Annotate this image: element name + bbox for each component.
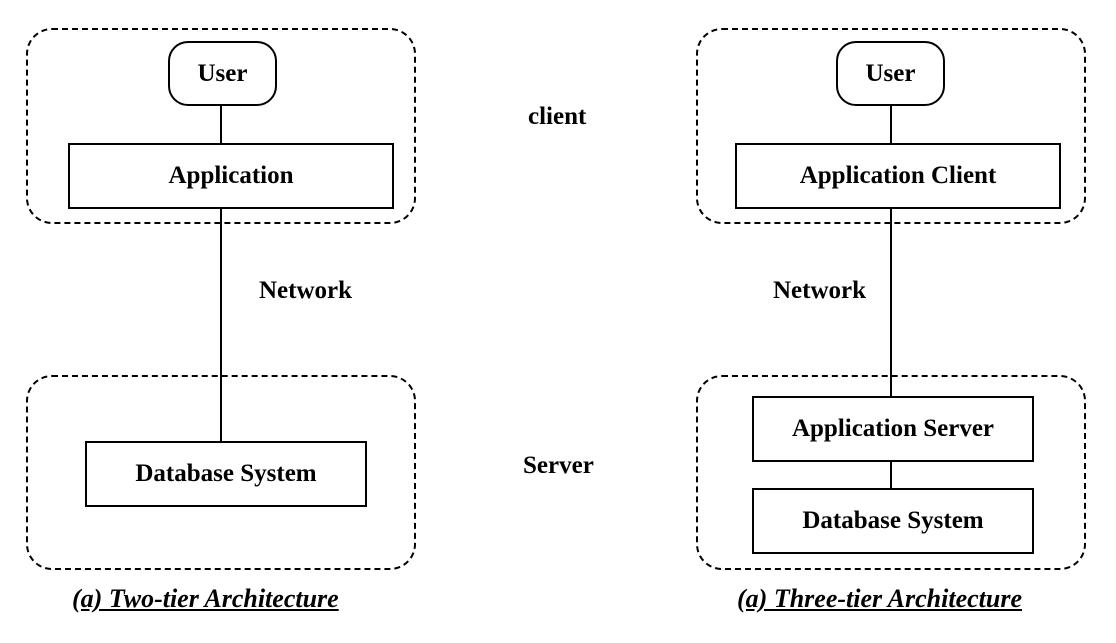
two-tier-application-node: Application xyxy=(68,143,394,209)
two-tier-network-line xyxy=(220,207,222,443)
two-tier-database-node: Database System xyxy=(85,441,367,507)
server-label: Server xyxy=(523,452,594,479)
three-tier-application-server-node: Application Server xyxy=(752,396,1034,462)
three-tier-network-label: Network xyxy=(773,277,867,304)
two-tier-application-label: Application xyxy=(168,162,294,189)
two-tier-database-label: Database System xyxy=(135,460,317,487)
client-label: client xyxy=(528,103,587,130)
three-tier-network-line xyxy=(890,207,892,398)
two-tier-caption: (a) Two-tier Architecture xyxy=(72,584,339,613)
two-tier-network-label: Network xyxy=(259,277,353,304)
two-tier-user-node: User xyxy=(168,41,277,106)
three-tier-user-node: User xyxy=(836,41,945,106)
three-tier-user-label: User xyxy=(865,59,916,87)
three-tier-caption: (a) Three-tier Architecture xyxy=(737,584,1022,613)
three-tier-application-client-label: Application Client xyxy=(799,162,997,189)
three-tier-database-label: Database System xyxy=(802,507,984,534)
three-tier-user-app-connector xyxy=(890,104,892,146)
two-tier-user-app-connector xyxy=(220,104,222,146)
three-tier-server-db-connector xyxy=(890,459,892,490)
three-tier-application-server-label: Application Server xyxy=(791,415,995,442)
two-tier-user-label: User xyxy=(197,59,248,87)
three-tier-database-node: Database System xyxy=(752,488,1034,554)
three-tier-application-client-node: Application Client xyxy=(735,143,1061,209)
